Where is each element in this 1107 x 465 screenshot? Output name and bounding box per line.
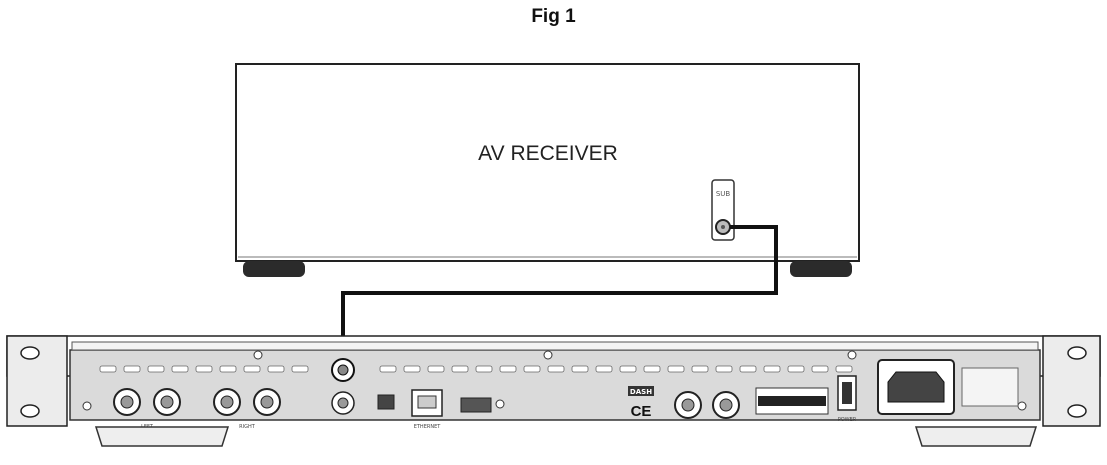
ethernet-port[interactable] — [411, 389, 443, 417]
av-receiver: AV RECEIVER SUB — [235, 63, 860, 277]
amplifier-rear-panel: LEFT RIGHT ETHERNET DASH CE POWER — [6, 335, 1101, 447]
input-connectors — [113, 388, 281, 416]
ce-mark: CE — [631, 403, 652, 420]
switch-block[interactable] — [377, 394, 395, 410]
sub-jack-label: SUB — [716, 190, 731, 198]
vent-slots — [99, 365, 853, 373]
screw-icon — [847, 350, 857, 360]
ethernet-label: ETHERNET — [414, 424, 442, 430]
rating-plate — [961, 367, 1019, 407]
figure-title: Fig 1 — [531, 6, 576, 27]
rack-hole-right-bottom — [1067, 404, 1087, 418]
amplifier-foot-left — [94, 426, 230, 447]
brand-badge-text: DASH — [630, 388, 652, 396]
amplifier-foot-right — [914, 426, 1038, 447]
rack-hole-left-top — [20, 346, 40, 360]
terminal-block[interactable] — [460, 397, 492, 413]
power-switch-label: POWER — [838, 417, 857, 423]
receiver-foot-left — [243, 261, 305, 277]
rack-hole-left-bottom — [20, 404, 40, 418]
screw-icon — [82, 401, 92, 411]
brand-badge — [628, 386, 654, 396]
subwoofer-cable — [341, 225, 778, 365]
screw-icon — [495, 399, 505, 409]
rack-hole-right-top — [1067, 346, 1087, 360]
right-label: RIGHT — [239, 424, 256, 430]
receiver-label: AV RECEIVER — [478, 142, 618, 165]
receiver-foot-right — [790, 261, 852, 277]
screw-icon — [1017, 401, 1027, 411]
screw-icon — [253, 350, 263, 360]
screw-icon — [543, 350, 553, 360]
